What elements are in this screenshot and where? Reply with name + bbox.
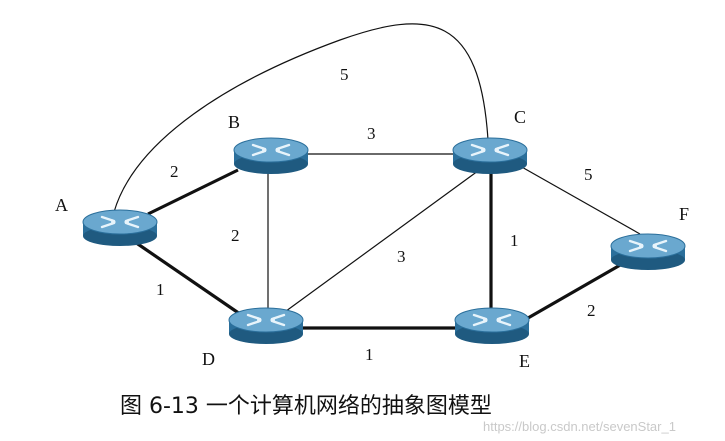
edge-a-c-weight: 5 bbox=[340, 65, 349, 84]
edge-labels: 5 2 1 3 2 3 1 5 1 2 bbox=[156, 65, 596, 364]
edge-e-f bbox=[527, 262, 623, 320]
node-label: E bbox=[519, 351, 530, 371]
node-c: C bbox=[451, 107, 529, 176]
router-icon bbox=[81, 208, 159, 248]
edge-c-f bbox=[519, 165, 641, 235]
edge-a-b bbox=[147, 168, 239, 216]
node-label: A bbox=[55, 195, 68, 215]
figure-caption: 图 6-13 一个计算机网络的抽象图模型 bbox=[120, 394, 492, 419]
edge-a-d bbox=[131, 238, 241, 316]
router-icon bbox=[227, 306, 305, 346]
node-d: D bbox=[202, 306, 305, 369]
watermark-text: https://blog.csdn.net/sevenStar_1 bbox=[483, 419, 676, 434]
edge-b-d-weight: 2 bbox=[231, 226, 240, 245]
router-icon bbox=[453, 306, 531, 346]
edge-a-d-weight: 1 bbox=[156, 280, 165, 299]
node-e: E bbox=[453, 306, 531, 371]
edge-a-c bbox=[113, 23, 489, 213]
router-icon bbox=[609, 232, 687, 272]
node-label: D bbox=[202, 349, 215, 369]
node-label: F bbox=[679, 204, 689, 224]
edge-c-e-weight: 1 bbox=[510, 231, 519, 250]
node-a: A bbox=[55, 195, 159, 248]
node-label: C bbox=[514, 107, 526, 127]
edge-c-d bbox=[281, 167, 483, 315]
edges bbox=[113, 23, 641, 330]
node-b: B bbox=[228, 112, 310, 176]
router-icon bbox=[451, 136, 529, 176]
edge-b-c-weight: 3 bbox=[367, 124, 376, 143]
node-label: B bbox=[228, 112, 240, 132]
edge-a-b-weight: 2 bbox=[170, 162, 179, 181]
edge-d-e-weight: 1 bbox=[365, 345, 374, 364]
router-icon bbox=[232, 136, 310, 176]
node-f: F bbox=[609, 204, 689, 272]
edge-c-f-weight: 5 bbox=[584, 165, 593, 184]
edge-e-f-weight: 2 bbox=[587, 301, 596, 320]
edge-c-d-weight: 3 bbox=[397, 247, 406, 266]
